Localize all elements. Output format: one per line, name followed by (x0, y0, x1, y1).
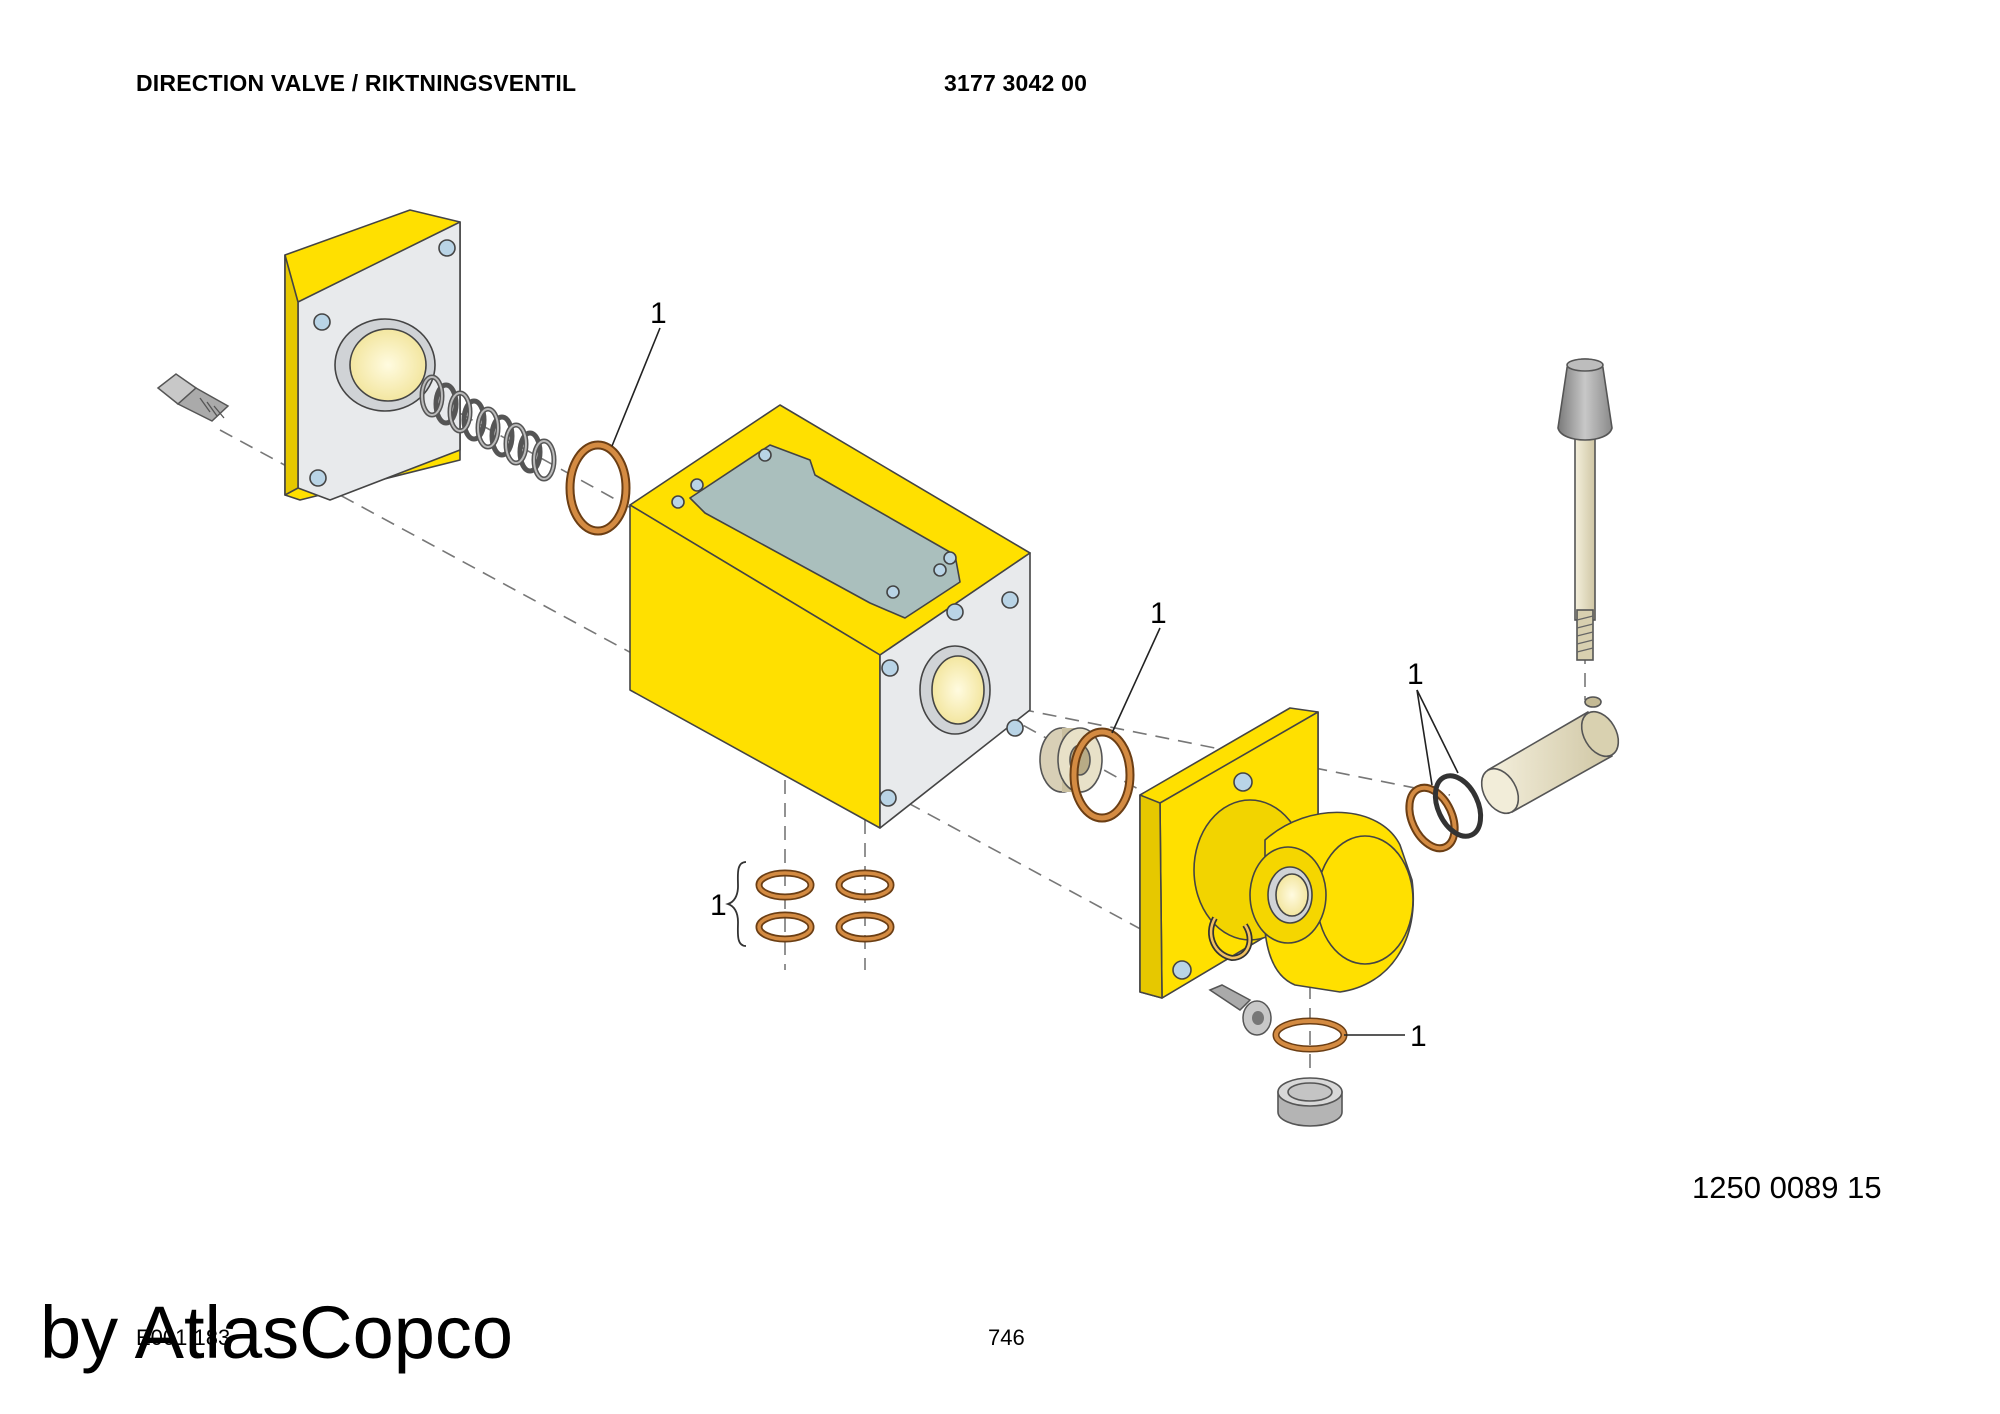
handle-sleeve (1480, 696, 1620, 815)
brand-watermark: by AtlasCopco (40, 1291, 514, 1374)
valve-body (629, 404, 1031, 829)
page-number: 746 (988, 1325, 1025, 1350)
document-title: DIRECTION VALVE / RIKTNINGSVENTIL (136, 70, 577, 96)
cap-screw-left (156, 373, 230, 422)
end-cover-right (1139, 707, 1414, 999)
o-ring-pair-right (1405, 773, 1484, 853)
callout-o-ring-middle: 1 (1150, 597, 1167, 630)
callout-o-ring-plug: 1 (1410, 1020, 1427, 1053)
lever-knob (1557, 358, 1613, 441)
o-ring-top (565, 440, 631, 536)
callout-o-ring-top: 1 (650, 297, 667, 330)
callout-o-ring-pair-right: 1 (1407, 658, 1424, 691)
group-brace (725, 861, 747, 947)
cap-screw-right (1208, 984, 1272, 1036)
circlip (1208, 916, 1253, 962)
leader-lines (611, 327, 1459, 1036)
part-number: 3177 3042 00 (944, 70, 1088, 96)
callout-o-ring-group-bottom: 1 (710, 889, 727, 922)
spring-highlight (421, 376, 555, 480)
end-cover-left (284, 209, 461, 501)
page-code: E001 183 (136, 1325, 231, 1350)
drawing-number: 1250 0089 15 (1692, 1170, 1882, 1205)
o-ring-group-bottom (755, 869, 895, 943)
lever-handle (1574, 419, 1596, 661)
threaded-plug (1277, 1077, 1343, 1127)
o-ring-middle (1069, 727, 1135, 823)
